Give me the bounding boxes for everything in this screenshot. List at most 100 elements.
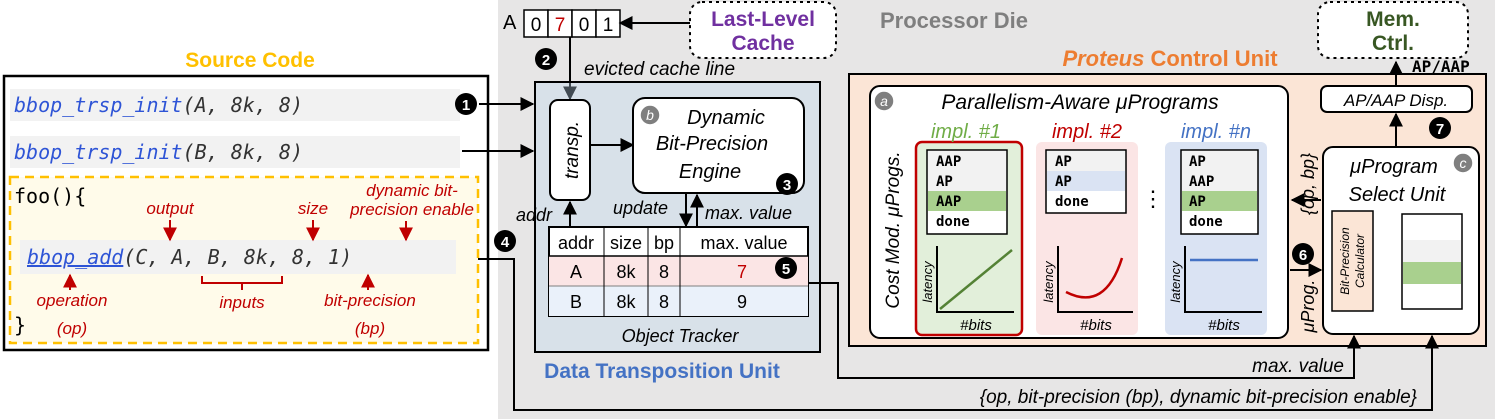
- impl-1-op-0: AAP: [936, 154, 961, 170]
- label-bp: (bp): [355, 319, 385, 338]
- step-5-number: 5: [782, 261, 790, 278]
- call-function: bbop_add: [27, 245, 124, 269]
- tracker-cell-b-bp: 8: [659, 292, 669, 312]
- step-4-number: 4: [501, 234, 510, 251]
- llc-label-2: Cache: [731, 32, 794, 55]
- impl-n-op-1-bg: [1182, 171, 1257, 191]
- call-line: bbop_add(C, A, B, 8k, 8, 1): [27, 245, 352, 269]
- impl-1-name: impl. #1: [931, 121, 1001, 143]
- cache-cell-3: 1: [603, 15, 614, 36]
- cache-cell-1: 7: [555, 15, 566, 36]
- tracker-title: Object Tracker: [622, 326, 740, 346]
- impl-1-latency: latency: [920, 260, 935, 303]
- maxval-label: max. value: [705, 203, 792, 223]
- impl-1-op-1-bg: [928, 171, 1006, 191]
- processor-die-label: Processor Die: [880, 8, 1028, 33]
- tracker-row-a-highlight: [549, 256, 808, 286]
- impl-2-op-2: done: [1055, 194, 1089, 210]
- code-line-2: bbop_trsp_init(B, 8k, 8): [14, 140, 303, 164]
- step-4-marker: [494, 230, 516, 252]
- step-2-number: 2: [542, 52, 550, 69]
- call-args: (C, A, B, 8k, 8, 1): [123, 245, 352, 269]
- uprog-label: μProg.: [1298, 280, 1318, 334]
- impl-1-bits: #bits: [960, 317, 992, 334]
- step-7-number: 7: [1436, 121, 1444, 138]
- pcu-title-em: Proteus: [1062, 46, 1144, 71]
- addr-label: addr: [516, 205, 553, 225]
- impl-2-op-0-bg: [1047, 151, 1125, 171]
- tracker-cell-a-maxval: 7: [737, 262, 747, 282]
- psu-table-row-grey: [1403, 240, 1461, 262]
- impl-2-axes: [1057, 246, 1133, 313]
- inputs-brace: [201, 276, 283, 290]
- bottom-maxval-label: max. value: [1252, 356, 1344, 377]
- impl-1-op-2: AAP: [936, 194, 961, 210]
- cache-cell-0: 0: [531, 15, 542, 36]
- psu-label-2: Select Unit: [1349, 184, 1447, 206]
- tracker-row-b-highlight: [549, 286, 808, 316]
- source-code-title: Source Code: [185, 49, 315, 72]
- step-c-marker: [1452, 152, 1474, 174]
- transp-label: transp.: [562, 121, 583, 179]
- label-size: size: [298, 199, 328, 218]
- label-operation: operation: [37, 291, 108, 310]
- impl-1-op-1: AP: [936, 174, 953, 190]
- pam-title: Parallelism-Aware μPrograms: [941, 91, 1219, 114]
- impl-2-latency: latency: [1041, 260, 1056, 303]
- code-line-1: bbop_trsp_init(A, 8k, 8): [14, 93, 303, 117]
- code-line-1-args: (A, 8k, 8): [183, 93, 303, 117]
- impl-1-op-2-bg: [928, 191, 1006, 211]
- step-3-marker: [776, 173, 798, 195]
- impl-2-bits: #bits: [1080, 317, 1112, 334]
- tracker-cell-b-maxval: 9: [737, 292, 747, 312]
- impl-n-op-0-bg: [1182, 151, 1257, 171]
- impl-n-bits: #bits: [1208, 317, 1240, 334]
- cost-mod-label: Cost Mod. μProgs.: [883, 151, 904, 308]
- step-c-letter: c: [1460, 155, 1467, 171]
- impl-ellipsis: ⋮: [1142, 186, 1164, 211]
- step-6-marker: [1292, 243, 1314, 265]
- step-a-marker: [873, 90, 895, 112]
- step-2-marker: [535, 48, 557, 70]
- step-3-number: 3: [783, 177, 791, 194]
- label-bitprecision: bit-precision: [324, 291, 416, 310]
- impl-2-name: impl. #2: [1052, 121, 1122, 143]
- tracker-cell-a-size: 8k: [616, 262, 636, 282]
- foo-open: foo(){: [14, 184, 86, 208]
- impl-n-name: impl. #n: [1181, 121, 1251, 143]
- step-5-marker: [775, 257, 797, 279]
- tracker-header-maxval: max. value: [700, 233, 787, 253]
- bottom-signal-label: {op, bit-precision (bp), dynamic bit-pre…: [980, 387, 1418, 408]
- tracker-cell-b-addr: B: [570, 292, 582, 312]
- impl-1-axes: [936, 246, 1014, 313]
- foo-close: }: [14, 313, 26, 337]
- bpc-label-2: Calculator: [1353, 233, 1367, 288]
- step-1-number: 1: [462, 97, 470, 114]
- bpc-label-1: Bit-Precision: [1338, 227, 1352, 295]
- step-a-letter: a: [880, 93, 888, 109]
- impl-n-axes: [1184, 246, 1262, 313]
- op-bp-label: {op, bp}: [1298, 153, 1318, 215]
- code-line-1-background: [10, 89, 460, 121]
- llc-box: [689, 1, 837, 59]
- path-maxvalue-to-psu: [808, 282, 1361, 379]
- code-line-1-function: bbop_trsp_init: [14, 93, 183, 117]
- code-line-2-function: bbop_trsp_init: [14, 140, 183, 164]
- tracker-cell-a-addr: A: [570, 262, 582, 282]
- impl-n-op-2: AP: [1189, 194, 1206, 210]
- impl-1-curve: [939, 249, 1013, 310]
- step-b-letter: b: [646, 107, 654, 123]
- memctrl-box: [1317, 1, 1469, 59]
- disp-label: AP/AAP Disp.: [1343, 91, 1448, 110]
- update-label: update: [613, 198, 668, 218]
- tracker-cell-a-bp: 8: [659, 262, 669, 282]
- impl-1-op-3: done: [936, 214, 970, 230]
- tracker-cell-b-size: 8k: [616, 292, 636, 312]
- label-dynamic-1: dynamic bit-: [366, 181, 458, 200]
- cache-cell-2: 0: [579, 15, 590, 36]
- psu-label-1: μProgram: [1349, 156, 1438, 178]
- path-signal-to-psu: [478, 258, 1439, 411]
- impl-2-op-1: AP: [1055, 174, 1072, 190]
- label-dynamic-2: precision enable: [349, 200, 474, 219]
